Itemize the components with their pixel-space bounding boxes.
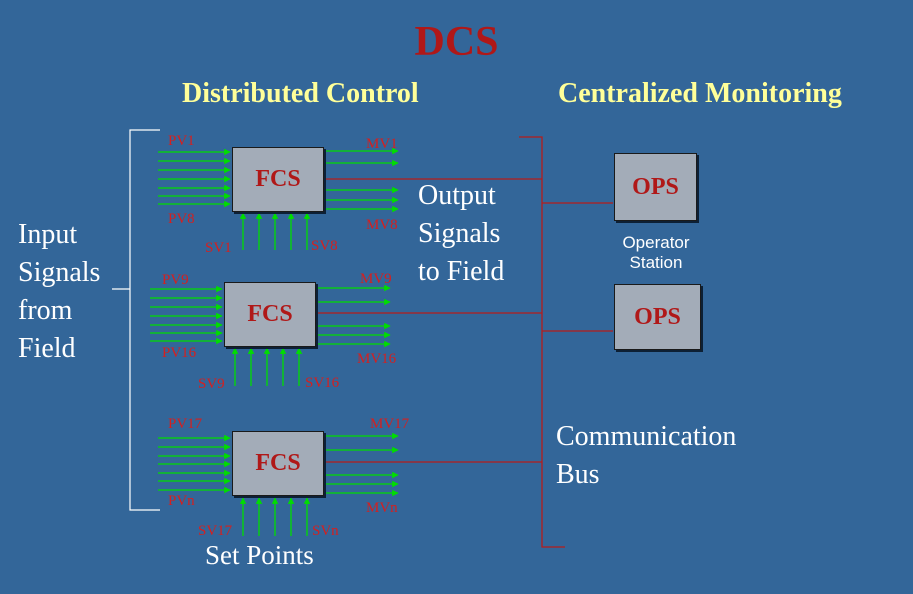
fcs-box-2: FCS [224,282,316,347]
fcs-label: FCS [255,450,301,476]
fcs-label: FCS [255,166,301,192]
mv-end-label: MV16 [357,351,397,367]
mv-start-label: MV1 [366,136,398,152]
input-signals-label: Input Signals from Field [18,219,101,364]
fcs-box-3: FCS [232,431,324,496]
fcs1-setpoint-arrows [239,212,311,250]
fcs1-input-arrows [158,148,231,208]
ops-label: OPS [632,173,679,200]
fcs2-output-arrows [316,284,391,348]
heading-distributed-control: Distributed Control [182,78,419,109]
pv-end-label: PVn [168,493,195,509]
communication-bus-label: Communication Bus [556,421,737,490]
fcs3-output-arrows [323,432,399,497]
fcs-label: FCS [247,301,293,327]
sv-start-label: SV17 [198,523,233,539]
fcs2-setpoint-arrows [231,347,303,386]
mv-start-label: MV17 [370,416,410,432]
ops-box-1: OPS [614,153,697,221]
sv-end-label: SVn [312,523,339,539]
input-bracket [112,129,160,511]
fcs3-input-arrows [158,434,231,494]
pv-start-label: PV1 [168,133,195,149]
set-points-label: Set Points [205,540,314,570]
fcs3-setpoint-arrows [239,497,311,536]
pv-end-label: PV8 [168,211,195,227]
operator-station-label: Operator Station [622,233,690,272]
pv-start-label: PV17 [168,416,203,432]
ops-box-2: OPS [614,284,701,350]
fcs2-input-arrows [150,285,223,345]
mv-end-label: MVn [366,500,398,516]
pv-start-label: PV9 [162,272,189,288]
sv-start-label: SV9 [198,376,225,392]
slide-title: DCS [414,19,499,65]
fcs-box-1: FCS [232,147,324,212]
mv-end-label: MV8 [366,217,398,233]
ops-label: OPS [634,303,681,330]
heading-centralized-monitoring: Centralized Monitoring [558,78,842,109]
sv-end-label: SV16 [305,375,340,391]
communication-bus [519,136,565,548]
sv-end-label: SV8 [311,238,338,254]
fcs1-output-arrows [323,147,399,213]
output-signals-label: Output Signals to Field [418,180,505,287]
mv-start-label: MV9 [360,271,392,287]
pv-end-label: PV16 [162,345,197,361]
sv-start-label: SV1 [205,240,232,256]
